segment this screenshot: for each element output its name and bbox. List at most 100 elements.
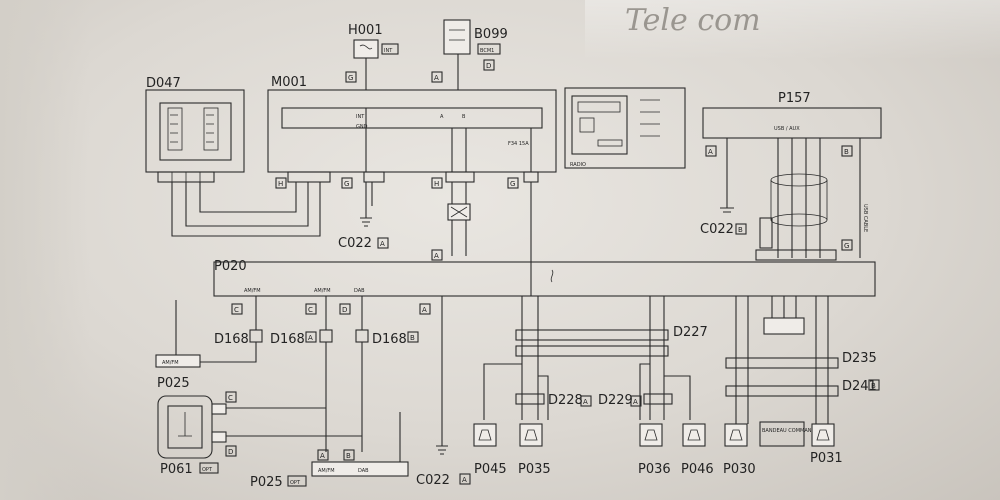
c022-bottom-label: C022 [416,473,450,488]
tag-g-p157-letter: G [844,242,849,250]
radio-thumbnail [564,87,686,169]
p025-bottom-dab: DAB [358,468,369,474]
p157-usb: USB / AUX [774,126,800,132]
h001-box [353,39,379,59]
p046-label: P046 [681,462,714,477]
tag-a-gnd [419,303,431,315]
b099-box [443,19,471,55]
p157-pinstrip [755,249,837,261]
wires-right [735,296,829,424]
tag-b-d168-letter: B [410,334,415,342]
tag-b-d168 [407,331,419,343]
d228-conn [515,393,545,405]
tag-b-d241 [868,379,880,391]
d047-switch-contacts [167,107,219,151]
m001-fuse: F34 15A [508,141,529,147]
p157-box [702,107,882,139]
tag-b-p025-letter: B [346,452,351,460]
speaker-p036 [639,423,663,447]
p025-bottom-box [311,461,409,477]
d227-strip-2 [515,345,669,357]
d241-strip [725,385,839,397]
m001-bus [281,107,543,129]
h001-tag: INT [384,48,393,54]
tag-d-p061 [225,445,237,457]
tag-d-1-letter: D [342,306,347,314]
paper-shadow [0,0,90,500]
tag-c-1 [231,303,243,315]
h001-symbol [359,44,373,50]
p061-box [157,395,213,459]
tag-g-mid-letter: G [344,180,349,188]
b099-symbol [449,29,465,41]
d168-conn-3 [355,329,369,343]
tag-d-p061-letter: D [228,448,233,456]
d227-label: D227 [673,325,708,340]
opt-p061: OPT [202,467,213,473]
speaker-p031 [811,423,835,447]
tag-d-1 [339,303,351,315]
ground-bottom [436,296,448,455]
tag-a-d229-letter: A [633,398,638,406]
d227-strip-1 [515,329,669,341]
d047-inner [159,102,232,161]
p036-label: P036 [638,462,671,477]
b099-pin-d-letter: D [486,62,491,70]
tag-a-c022-letter: A [380,240,385,248]
tag-h-can-letter: H [434,180,439,188]
tag-a-p020 [431,249,443,261]
tag-a-d228 [580,395,592,407]
m001-b: B [462,114,466,120]
p025-left-label: P025 [157,376,190,391]
tag-a-p025 [317,449,329,461]
tag-a-d168 [305,331,317,343]
tag-a-d229 [630,395,642,407]
p061-conn-2 [211,431,227,443]
p061-antenna-symbol [178,412,192,437]
m001-int: INT [356,114,365,120]
p045-label: P045 [474,462,507,477]
tag-g-mid [341,177,353,189]
tag-b-c022-letter: B [738,226,743,234]
wires-d227 [521,296,665,420]
p020-amfm: AM/FM [244,288,261,294]
d229-label: D229 [598,393,633,408]
tag-g-fuse-letter: G [510,180,515,188]
tag-c-p061 [225,391,237,403]
b099-tag-box [477,43,501,55]
tag-c-2-letter: C [308,306,313,314]
p025-left-box [155,354,201,368]
d168-label-2: D168 [270,332,305,347]
usb-cable-label: USB CABLE [862,204,868,232]
tag-c-2 [305,303,317,315]
d241-label: D241 [842,379,877,394]
d228-label: D228 [548,393,583,408]
tag-a-top-letter: A [434,74,439,82]
p020-amfm2: AM/FM [314,288,331,294]
tag-g-fuse [507,177,519,189]
tag-a-gnd-letter: A [422,306,427,314]
radio-caption: RADIO [570,162,586,168]
wires-display [771,296,797,318]
opt-tag-p025 [287,475,307,487]
m001-ab: A [440,114,444,120]
c022-right-label: C022 [700,222,734,237]
tag-a-p157-letter: A [708,148,713,156]
c022-left-label: C022 [338,236,372,251]
p061-label: P061 [160,462,193,477]
tag-a-c022-bottom-letter: A [462,476,467,484]
p020-dab: DAB [354,288,365,294]
tag-a-top [431,71,443,83]
wire-d047-2 [185,182,309,227]
d168-conn-2 [319,329,333,343]
tag-b-p025 [343,449,355,461]
m001-label: M001 [271,75,307,90]
speaker-p046 [682,423,706,447]
m001-box [267,89,557,173]
tag-h-m001-letter: H [278,180,283,188]
wire-d047-1 [171,182,321,237]
tag-g-top [345,71,357,83]
wire-amfm-1 [200,296,257,363]
m001-gnd-wire [365,182,373,218]
